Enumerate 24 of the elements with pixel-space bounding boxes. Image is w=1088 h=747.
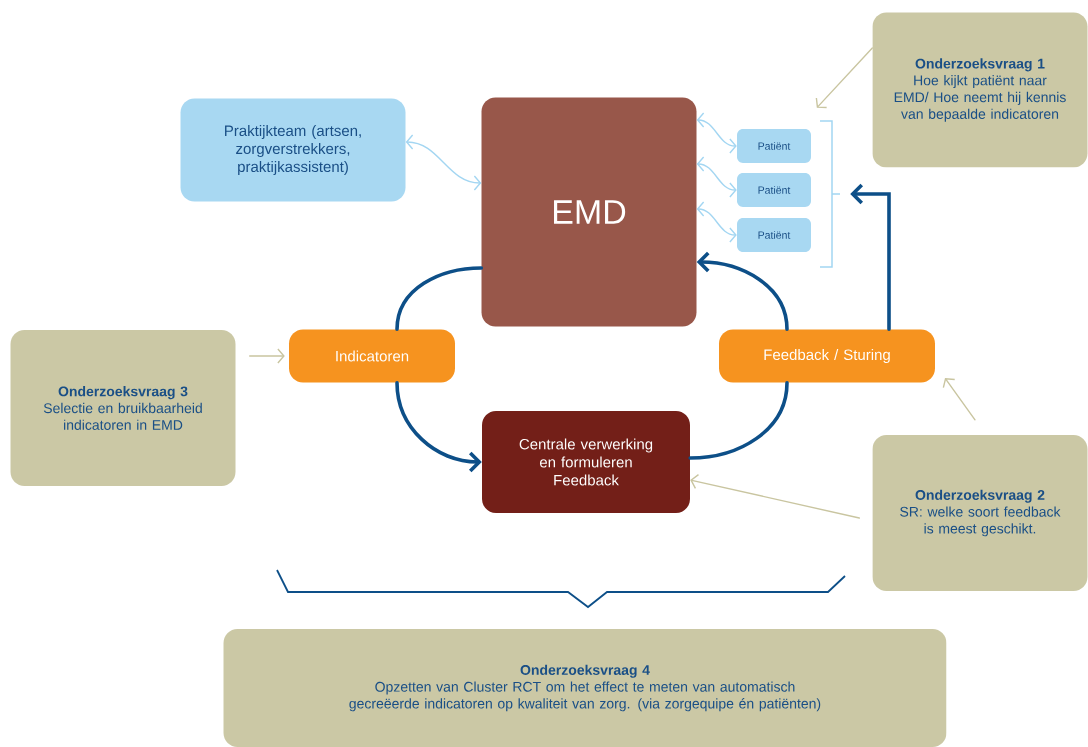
arrow	[405, 134, 482, 191]
patient-box: Patiënt	[737, 218, 811, 252]
question-box: Onderzoeksvraag 3 Selectie en bruikbaarheid indicatoren in EMD	[10, 330, 236, 486]
question-box: Onderzoeksvraag 2 SR: welke soort feedback is meest geschikt.	[872, 435, 1088, 591]
process-box: Feedback / Sturing	[719, 329, 935, 383]
arrow	[942, 378, 976, 421]
arrow	[395, 380, 482, 473]
record-box: EMD	[481, 97, 697, 327]
arrow	[815, 47, 873, 109]
arrow	[696, 201, 737, 243]
question-box: Onderzoeksvraag 1 Hoe kijkt patiënt naar EMD/ Hoe neemt hij kennis van bepaalde indicatoren	[872, 12, 1088, 168]
arrow	[696, 251, 789, 332]
patient-box: Patiënt	[737, 129, 811, 163]
arrow	[696, 112, 737, 154]
question-box: Onderzoeksvraag 4 Opzetten van Cluster RCT om het effect te meten van automatisch gecreëerde indicatoren op kwaliteit van zorg. (via zorgequipe én patiënten)	[223, 629, 947, 747]
process-box: Indicatoren	[289, 329, 455, 383]
patient-box: Patiënt	[737, 173, 811, 207]
team-box: Praktijkteam (artsen, zorgverstrekkers, praktijkassistent)	[180, 98, 406, 202]
process-box: Centrale verwerking en formuleren Feedback	[482, 411, 690, 513]
arrow	[696, 156, 737, 198]
bracket	[819, 120, 841, 268]
arrow	[690, 474, 860, 519]
arrow	[249, 348, 285, 364]
arrow	[850, 183, 891, 332]
